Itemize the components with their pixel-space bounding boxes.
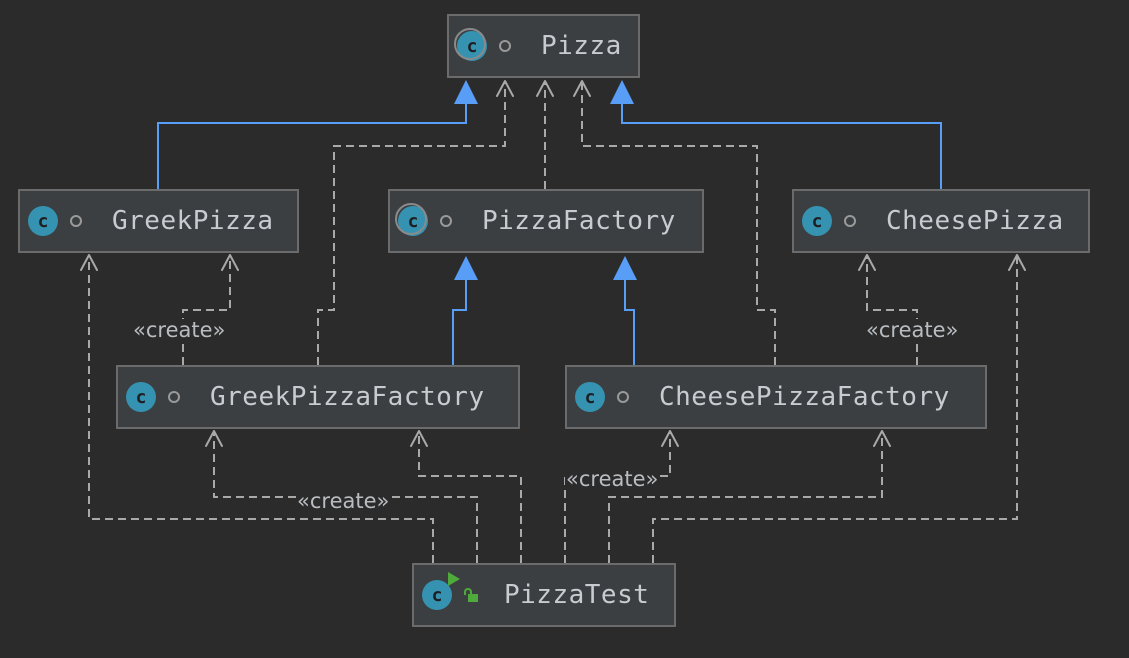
- visibility-icon: [440, 215, 452, 227]
- open-lock-icon: [464, 588, 478, 602]
- create-label-greekpizzafactory: «create»: [296, 489, 391, 513]
- dep-test-cheesepizza: [652, 256, 1018, 563]
- dep-arrowhead: [536, 80, 554, 97]
- dep-test-cheesefactory: [564, 432, 671, 563]
- node-label: PizzaFactory: [482, 206, 676, 236]
- dep-arrowhead: [573, 80, 591, 97]
- inherit-greekfactory-pizzafactory: [452, 280, 467, 365]
- dep-arrowhead: [661, 430, 679, 447]
- run-badge-icon: [448, 572, 460, 586]
- inherit-arrowhead: [610, 80, 634, 104]
- node-cheese-pizza[interactable]: c CheesePizza: [792, 189, 1090, 253]
- visibility-icon: [617, 391, 629, 403]
- abstract-class-icon: c: [395, 203, 428, 236]
- node-greek-pizza-factory[interactable]: c GreekPizzaFactory: [116, 365, 520, 429]
- dep-cheesefactory-pizza: [581, 82, 776, 365]
- class-icon: c: [28, 206, 58, 236]
- create-label-cheesepizza: «create»: [865, 318, 960, 342]
- dep-arrowhead: [496, 80, 514, 97]
- class-icon: c: [575, 382, 605, 412]
- dep-arrowhead: [410, 430, 428, 447]
- inherit-arrowhead: [454, 80, 478, 104]
- create-label-cheesepizzafactory: «create»: [565, 467, 660, 491]
- node-label: CheesePizza: [886, 206, 1064, 236]
- runnable-class-icon: c: [422, 572, 460, 610]
- class-icon: c: [126, 382, 156, 412]
- dep-test-greekpizza: [88, 256, 434, 563]
- inherit-greekpizza-pizza: [157, 104, 467, 189]
- node-pizza-factory[interactable]: c PizzaFactory: [388, 189, 704, 253]
- visibility-icon: [70, 215, 82, 227]
- abstract-class-icon: c: [454, 28, 487, 61]
- dep-arrowhead: [221, 254, 239, 271]
- create-label-greekpizza: «create»: [132, 318, 227, 342]
- dep-greekfactory-greekpizza: [182, 256, 231, 365]
- node-label: Pizza: [541, 31, 622, 61]
- visibility-icon: [499, 40, 511, 52]
- dep-arrowhead: [80, 254, 98, 271]
- dep-test-cheesefactory-create: [608, 432, 883, 563]
- node-label: CheesePizzaFactory: [659, 382, 950, 412]
- node-pizza-test[interactable]: c PizzaTest: [412, 563, 676, 627]
- dep-cheesefactory-cheesepizza: [866, 256, 918, 365]
- dep-greekfactory-pizza: [317, 82, 506, 365]
- dep-arrowhead: [873, 430, 891, 447]
- dep-arrowhead: [205, 430, 223, 447]
- visibility-icon: [168, 391, 180, 403]
- dep-arrowhead: [1008, 254, 1026, 271]
- node-greek-pizza[interactable]: c GreekPizza: [18, 189, 299, 253]
- dep-arrowhead: [858, 254, 876, 271]
- node-cheese-pizza-factory[interactable]: c CheesePizzaFactory: [565, 365, 987, 429]
- inherit-cheesefactory-pizzafactory: [624, 280, 635, 365]
- visibility-icon: [844, 215, 856, 227]
- node-label: PizzaTest: [504, 580, 650, 610]
- node-pizza[interactable]: c Pizza: [447, 14, 640, 78]
- dep-test-greekfactory: [418, 432, 522, 563]
- class-icon: c: [802, 206, 832, 236]
- node-label: GreekPizza: [112, 206, 274, 236]
- inherit-cheesepizza-pizza: [621, 104, 942, 189]
- inherit-arrowhead: [454, 256, 478, 280]
- inherit-arrowhead: [613, 256, 637, 280]
- node-label: GreekPizzaFactory: [210, 382, 485, 412]
